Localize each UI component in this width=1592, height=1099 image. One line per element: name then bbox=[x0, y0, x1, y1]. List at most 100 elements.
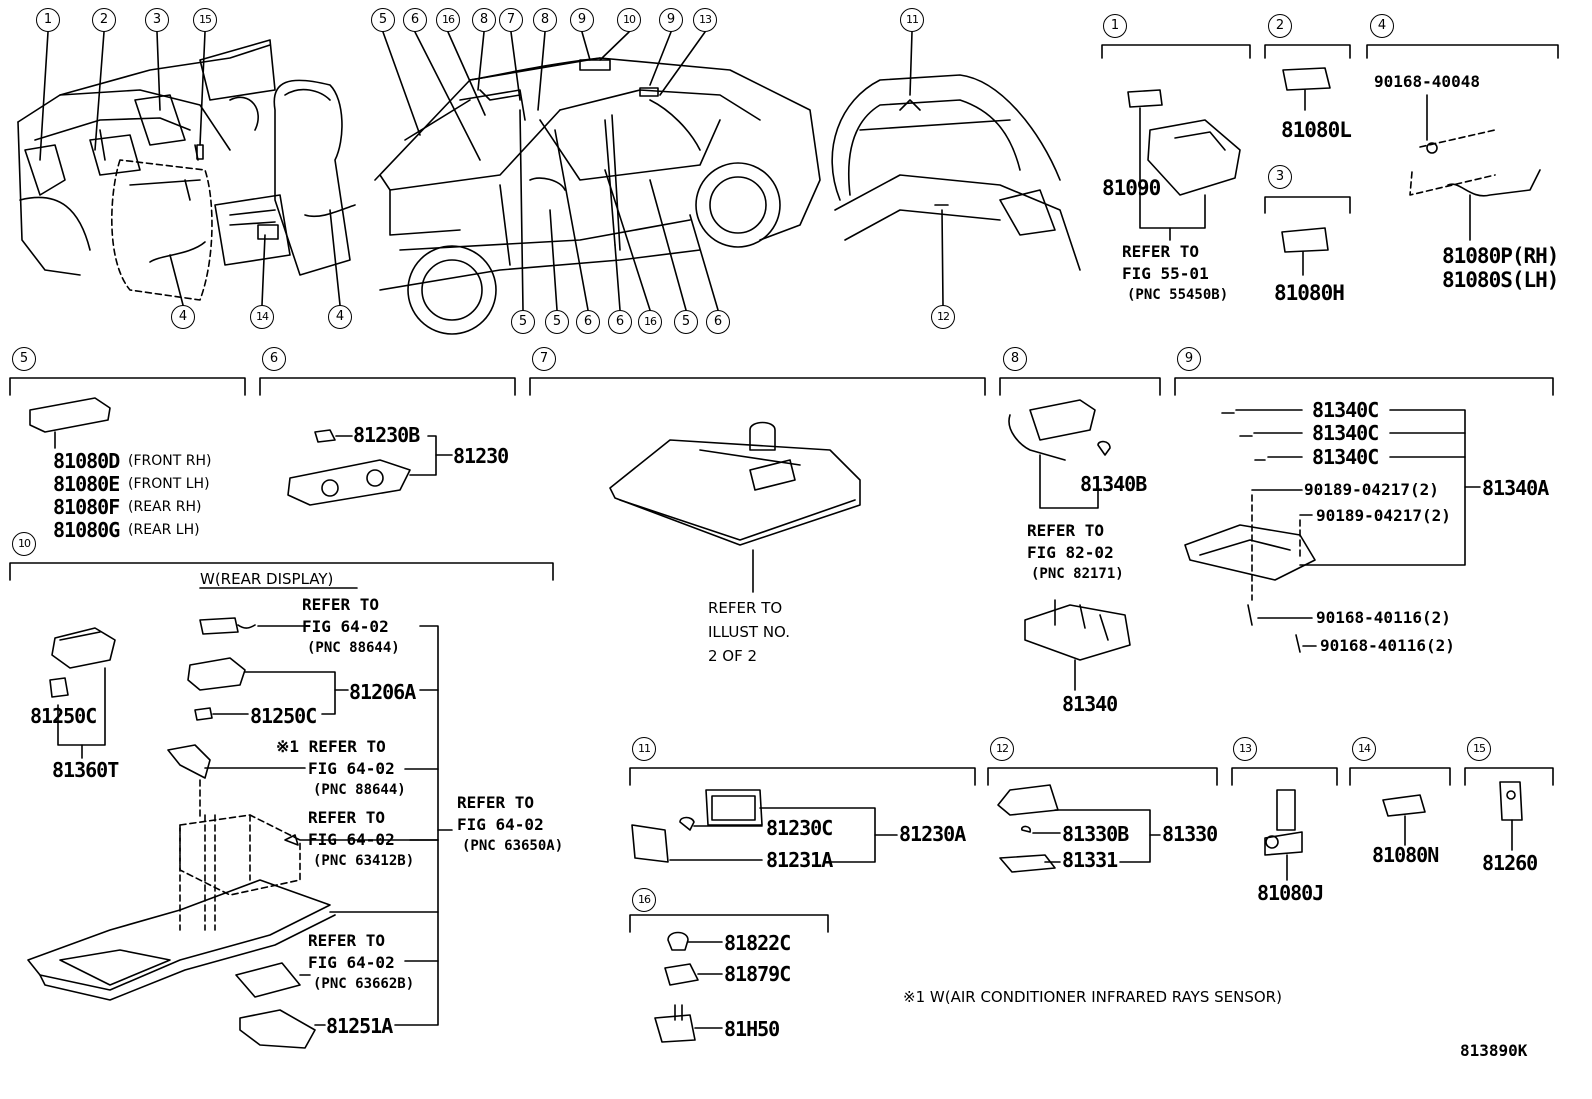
callout-5d: 5 bbox=[674, 310, 698, 334]
section-1-number: 1 bbox=[1103, 14, 1127, 38]
part-81080N-label: 81080N bbox=[1372, 843, 1439, 867]
s7-refer-3: 2 OF 2 bbox=[708, 647, 758, 665]
part-81231A-label: 81231A bbox=[766, 848, 833, 872]
part-console-drawing bbox=[27, 625, 453, 1049]
s10-refer2-3: (PNC 88644) bbox=[313, 782, 406, 798]
s10-refer5-2: FIG 64-02 bbox=[457, 815, 544, 834]
part-81250C-label-2: 81250C bbox=[250, 704, 317, 728]
section-brackets bbox=[9, 44, 1559, 933]
part-81080F-label: 81080F bbox=[53, 495, 120, 519]
section-12-number: 12 bbox=[990, 737, 1014, 761]
part-81080S-label: 81080S(LH) bbox=[1442, 268, 1559, 292]
section-11-number: 11 bbox=[632, 737, 656, 761]
part-90168-40048-label: 90168-40048 bbox=[1374, 72, 1480, 91]
part-90168-40116-label-1: 90168-40116(2) bbox=[1316, 608, 1451, 627]
s10-refer5-1: REFER TO bbox=[457, 793, 535, 812]
part-81822C-label: 81822C bbox=[724, 931, 791, 955]
callout-6c: 6 bbox=[608, 310, 632, 334]
callout-1: 1 bbox=[36, 8, 60, 32]
car-exterior-illustration bbox=[374, 57, 821, 335]
pos-rear-rh: (REAR RH) bbox=[128, 499, 202, 515]
part-81330B-label: 81330B bbox=[1062, 822, 1129, 846]
s10-refer4-2: FIG 64-02 bbox=[308, 953, 395, 972]
part-81340C-label-1: 81340C bbox=[1312, 398, 1379, 422]
part-81080L-label: 81080L bbox=[1281, 118, 1352, 142]
part-81340C-label-2: 81340C bbox=[1312, 421, 1379, 445]
s10-header-rear-display: W(REAR DISPLAY) bbox=[200, 570, 334, 588]
part-81250C-label-1: 81250C bbox=[30, 704, 97, 728]
part-90189-04217-label-1: 90189-04217(2) bbox=[1304, 480, 1439, 499]
part-81340A-label: 81340A bbox=[1482, 476, 1549, 500]
s10-refer1-2: FIG 64-02 bbox=[302, 617, 389, 636]
part-81340C-label-3: 81340C bbox=[1312, 445, 1379, 469]
part-81206A-drawing bbox=[167, 617, 349, 779]
part-81230A-label: 81230A bbox=[899, 822, 966, 846]
s10-refer1-1: REFER TO bbox=[302, 595, 380, 614]
s1-refer-3: (PNC 55450B) bbox=[1127, 287, 1229, 303]
part-81080J-drawing bbox=[1264, 789, 1303, 881]
s10-refer4-1: REFER TO bbox=[308, 931, 386, 950]
callout-7: 7 bbox=[499, 8, 523, 32]
part-81090-label: 81090 bbox=[1102, 176, 1161, 200]
part-81080H-drawing bbox=[1281, 227, 1329, 276]
part-81080D-label: 81080D bbox=[53, 449, 120, 473]
s10-refer5-3: (PNC 63650A) bbox=[462, 838, 564, 854]
part-81360T-drawing bbox=[49, 627, 116, 759]
callout-16: 16 bbox=[436, 8, 460, 32]
part-81340B-label: 81340B bbox=[1080, 472, 1147, 496]
part-81260-label: 81260 bbox=[1482, 851, 1538, 875]
callout-4-right: 4 bbox=[328, 305, 352, 329]
callout-6b: 6 bbox=[576, 310, 600, 334]
part-81230-drawing bbox=[287, 429, 453, 506]
callout-8b: 8 bbox=[533, 8, 557, 32]
callout-14: 14 bbox=[250, 305, 274, 329]
part-90189-04217-label-2: 90189-04217(2) bbox=[1316, 506, 1451, 525]
pos-front-lh: (FRONT LH) bbox=[128, 476, 210, 492]
section-13-number: 13 bbox=[1233, 737, 1257, 761]
part-81080P-drawing bbox=[1409, 94, 1541, 241]
part-81330-label: 81330 bbox=[1162, 822, 1218, 846]
section-15-number: 15 bbox=[1467, 737, 1491, 761]
callout-13: 13 bbox=[693, 8, 717, 32]
diagram-code: 813890K bbox=[1460, 1041, 1528, 1060]
s10-refer3-2: FIG 64-02 bbox=[308, 830, 395, 849]
callout-9: 9 bbox=[570, 8, 594, 32]
section-8-number: 8 bbox=[1003, 347, 1027, 371]
section-9-number: 9 bbox=[1177, 347, 1201, 371]
s10-refer1-3: (PNC 88644) bbox=[307, 640, 400, 656]
part-81230A-drawing bbox=[631, 789, 898, 863]
callout-6: 6 bbox=[403, 8, 427, 32]
part-81879C-label: 81879C bbox=[724, 962, 791, 986]
part-81090-drawing bbox=[1127, 89, 1241, 241]
part-81260-drawing bbox=[1499, 781, 1523, 851]
s1-refer-2: FIG 55-01 bbox=[1122, 264, 1209, 283]
part-81080L-drawing bbox=[1282, 67, 1331, 111]
part-81080G-label: 81080G bbox=[53, 518, 120, 542]
s10-refer2-1: ※1 REFER TO bbox=[276, 737, 386, 756]
callout-5b: 5 bbox=[511, 310, 535, 334]
part-81H50-label: 81H50 bbox=[724, 1017, 780, 1041]
callout-2: 2 bbox=[92, 8, 116, 32]
part-81080E-label: 81080E bbox=[53, 472, 120, 496]
callout-16b: 16 bbox=[638, 310, 662, 334]
callout-5: 5 bbox=[371, 8, 395, 32]
part-81080J-label: 81080J bbox=[1257, 881, 1324, 905]
part-81360T-label: 81360T bbox=[52, 758, 119, 782]
callout-15: 15 bbox=[193, 8, 217, 32]
section-2-number: 2 bbox=[1268, 14, 1292, 38]
section-6-number: 6 bbox=[262, 347, 286, 371]
section-7-number: 7 bbox=[532, 347, 556, 371]
part-90168-40116-label-2: 90168-40116(2) bbox=[1320, 636, 1455, 655]
section-14-number: 14 bbox=[1352, 737, 1376, 761]
part-81206A-label: 81206A bbox=[349, 680, 416, 704]
s7-refer-2: ILLUST NO. bbox=[708, 623, 791, 641]
callout-3: 3 bbox=[145, 8, 169, 32]
s7-refer-1: REFER TO bbox=[708, 599, 783, 617]
s10-refer3-3: (PNC 63412B) bbox=[313, 853, 415, 869]
footnote: ※1 W(AIR CONDITIONER INFRARED RAYS SENSO… bbox=[903, 988, 1282, 1006]
callout-8: 8 bbox=[472, 8, 496, 32]
pos-front-rh: (FRONT RH) bbox=[128, 453, 212, 469]
part-81080D-drawing bbox=[29, 397, 111, 449]
